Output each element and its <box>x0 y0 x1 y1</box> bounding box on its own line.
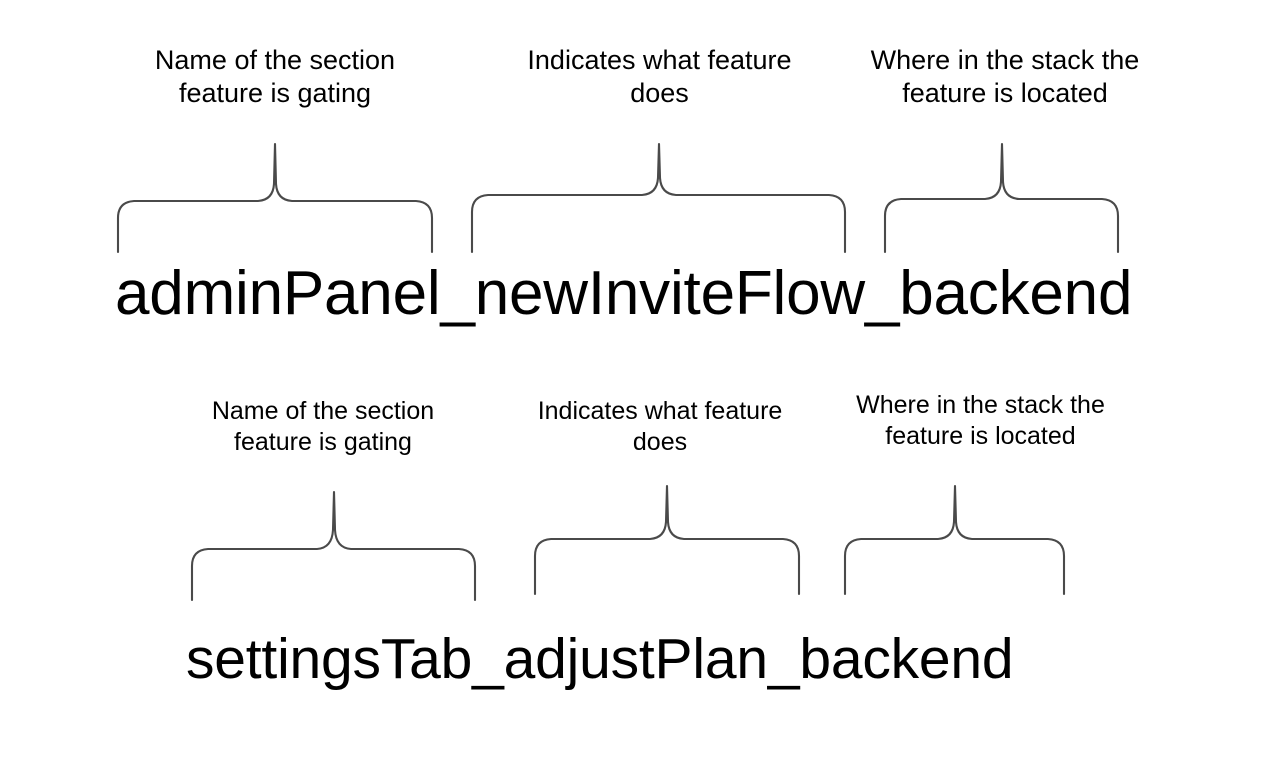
caption-segment-1-row-2: Name of the section feature is gating <box>211 397 435 456</box>
brace-segment-1-row-1 <box>116 144 434 252</box>
caption-segment-2-row-1: Indicates what feature does <box>527 45 792 108</box>
flag-name-row-1: adminPanel_newInviteFlow_backend <box>115 259 1133 328</box>
caption-segment-2-row-2: Indicates what feature does <box>537 397 783 456</box>
caption-segment-1-row-1: Name of the section feature is gating <box>154 45 396 108</box>
caption-segment-3-row-2: Where in the stack the feature is locate… <box>856 391 1105 450</box>
flag-name-row-2: settingsTab_adjustPlan_backend <box>186 627 1014 691</box>
brace-segment-2-row-2 <box>533 486 801 594</box>
caption-segment-3-row-1: Where in the stack the feature is locate… <box>870 45 1140 108</box>
brace-segment-3-row-2 <box>843 486 1066 594</box>
brace-segment-1-row-2 <box>190 492 477 600</box>
brace-segment-2-row-1 <box>470 144 847 252</box>
brace-segment-3-row-1 <box>883 144 1120 252</box>
